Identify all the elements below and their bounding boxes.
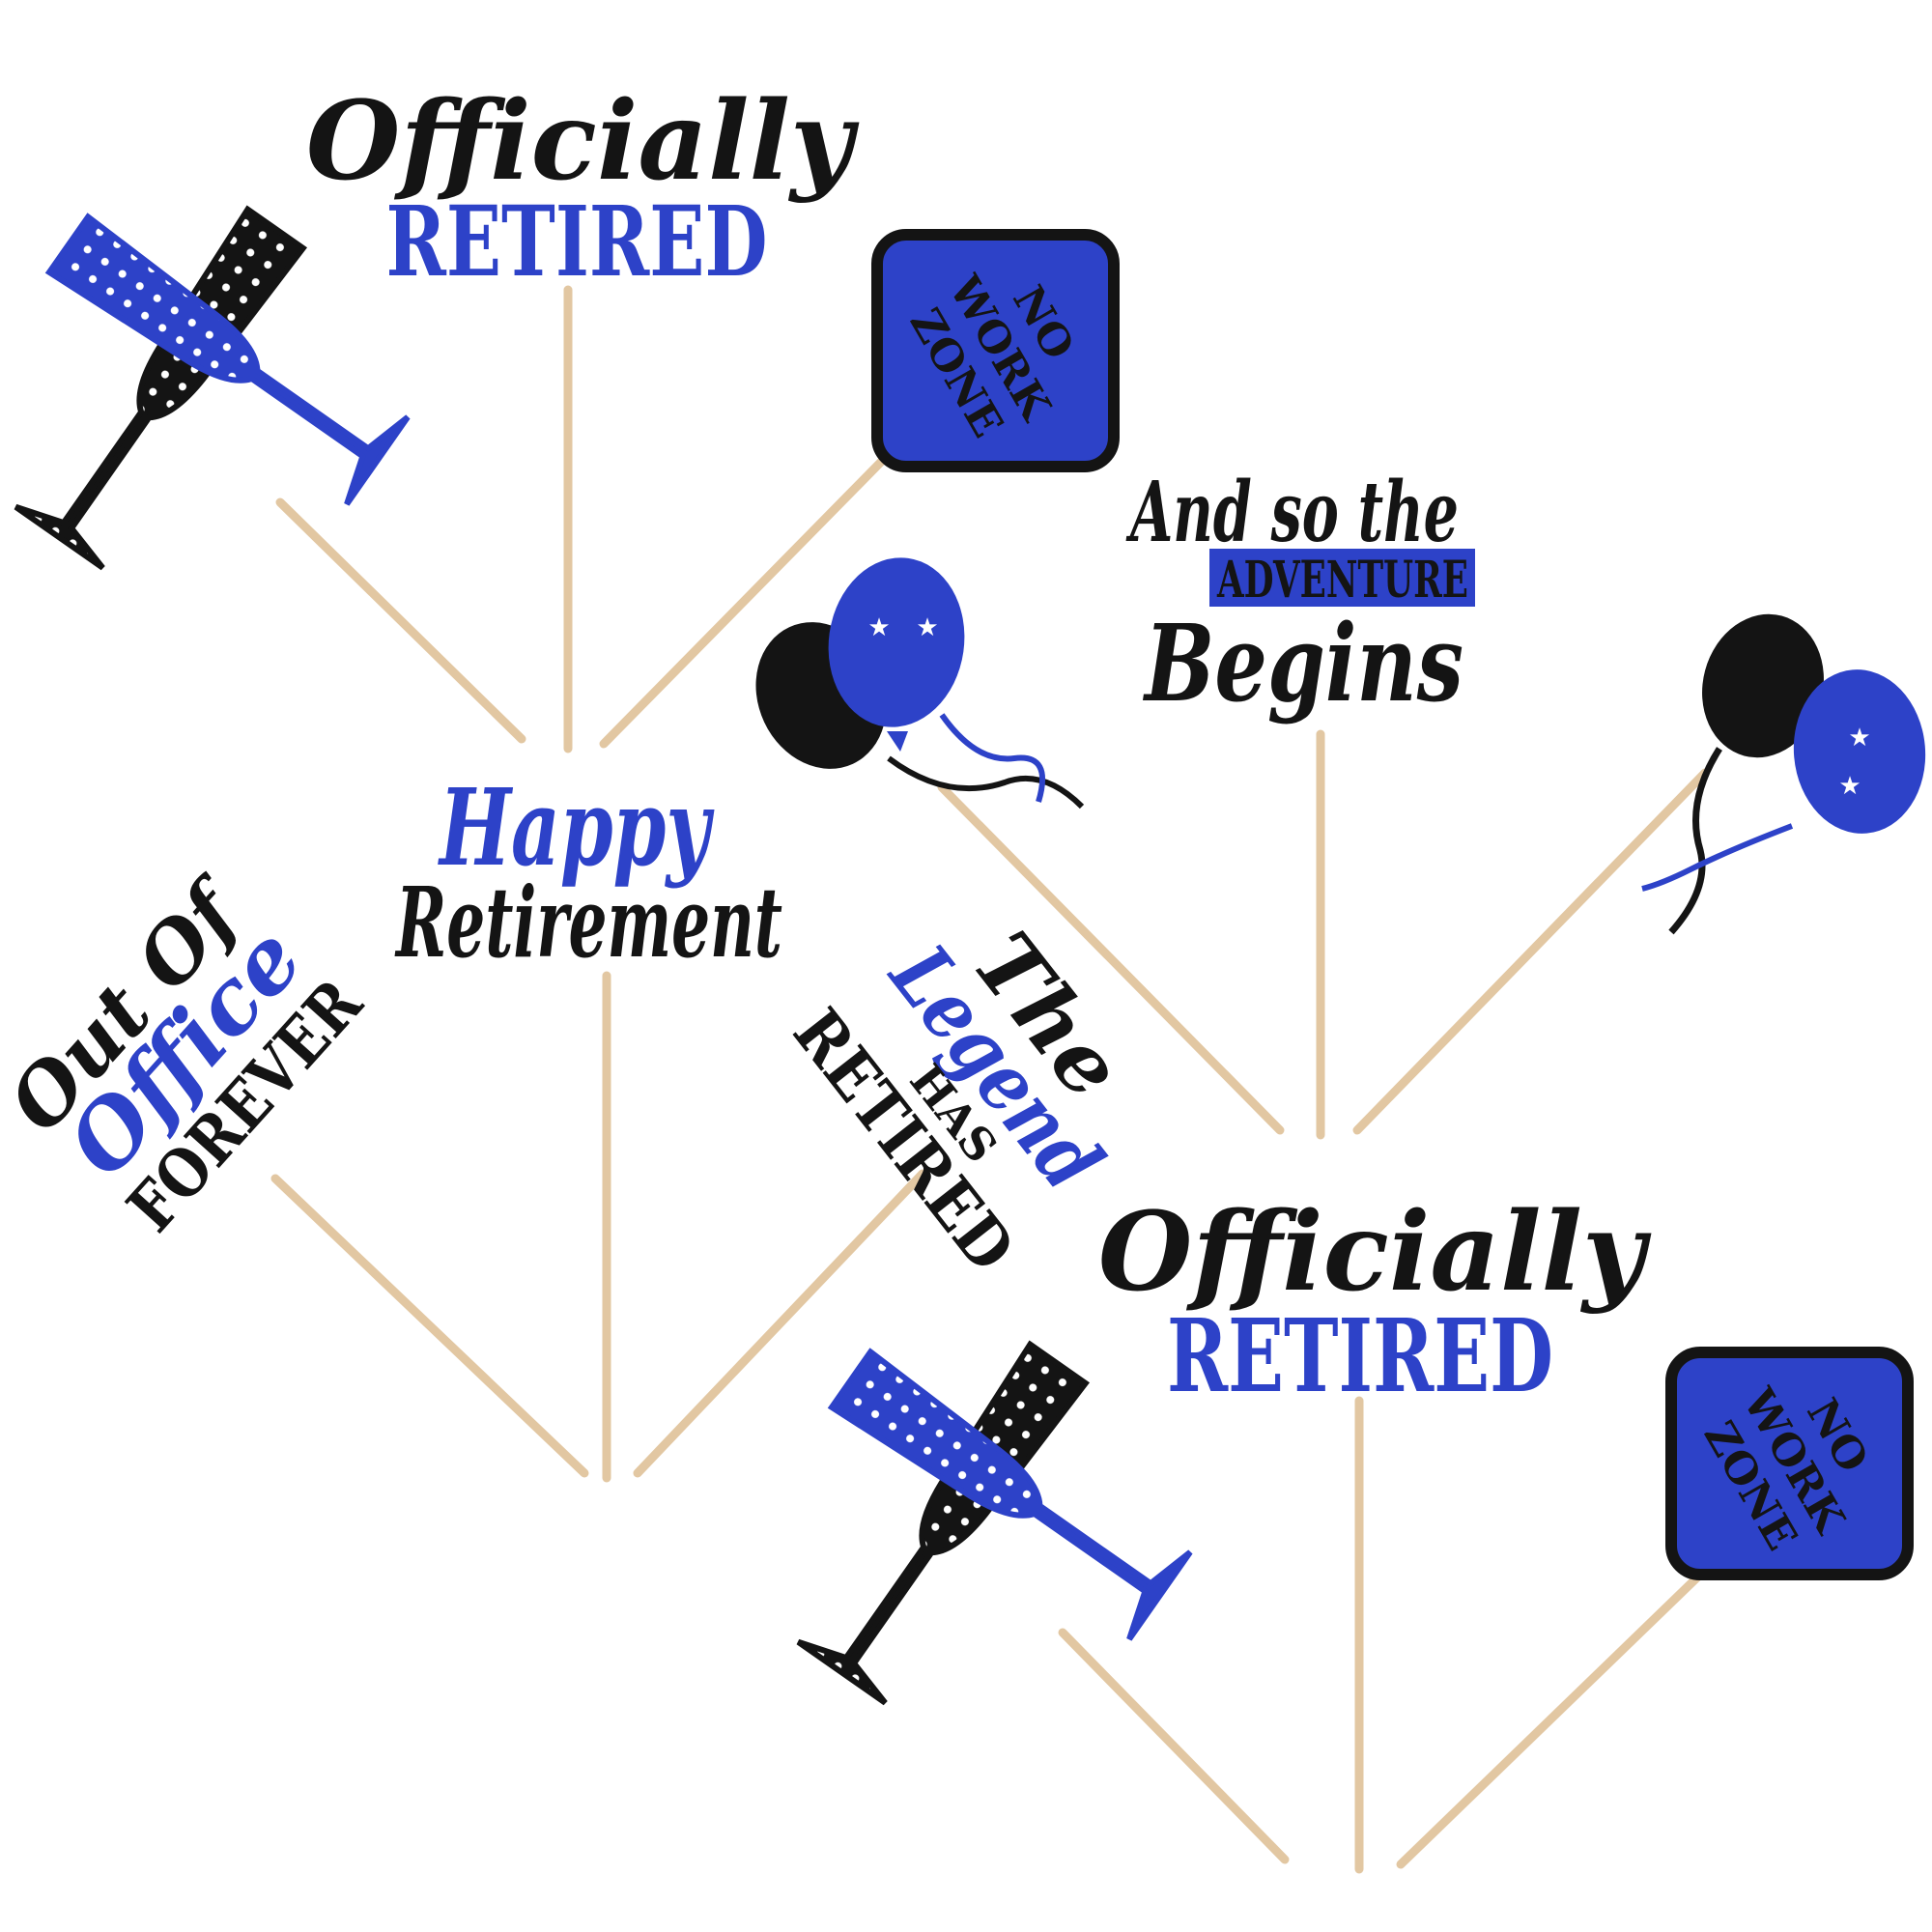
no-work-zone-topper-2: NO WORK ZONE (1665, 1347, 1914, 1580)
adventure-text: ADVENTURE (1216, 551, 1468, 610)
retired-text: RETIRED (386, 185, 768, 298)
begins-text: Begins (1143, 601, 1463, 725)
champagne-glasses-icon (14, 205, 411, 571)
officially-retired-topper-2: Officially RETIRED (1098, 1189, 1652, 1415)
champagne-glasses-icon (796, 1340, 1193, 1706)
stick-glasses-2 (1058, 1628, 1290, 1864)
stick-glasses-1 (275, 497, 526, 744)
adventure-begins-topper: And so the ADVENTURE Begins (1125, 464, 1475, 725)
balloons-icon: ★ ★ (755, 557, 1085, 810)
retired-text: RETIRED (1167, 1296, 1553, 1415)
officially-text: Officially (1098, 1189, 1652, 1316)
stick-no-work-1 (599, 449, 894, 749)
star-icon: ★ (916, 613, 938, 642)
star-icon: ★ (1848, 724, 1870, 753)
toothpick-sticks (270, 285, 1710, 1874)
retirement-text: Retirement (394, 866, 782, 980)
balloons-icon: ★ ★ (1641, 613, 1926, 935)
no-work-zone-topper-1: NO WORK ZONE (871, 229, 1120, 472)
star-icon: ★ (1838, 772, 1861, 801)
officially-retired-topper-1: Officially RETIRED (306, 78, 860, 298)
stick-out-of-office (270, 1174, 589, 1478)
officially-text: Officially (306, 78, 860, 205)
and-so-the-text: And so the (1125, 464, 1459, 561)
stick-balloons-2 (1352, 768, 1710, 1135)
stick-legend (633, 1169, 927, 1478)
star-icon: ★ (867, 613, 890, 642)
happy-retirement-topper: Happy Retirement (394, 765, 782, 980)
out-of-office-topper: Out Of Office FOREVER (0, 861, 378, 1246)
happy-text: Happy (438, 765, 715, 890)
stick-balloons-1 (937, 782, 1285, 1135)
stick-no-work-2 (1396, 1570, 1705, 1869)
